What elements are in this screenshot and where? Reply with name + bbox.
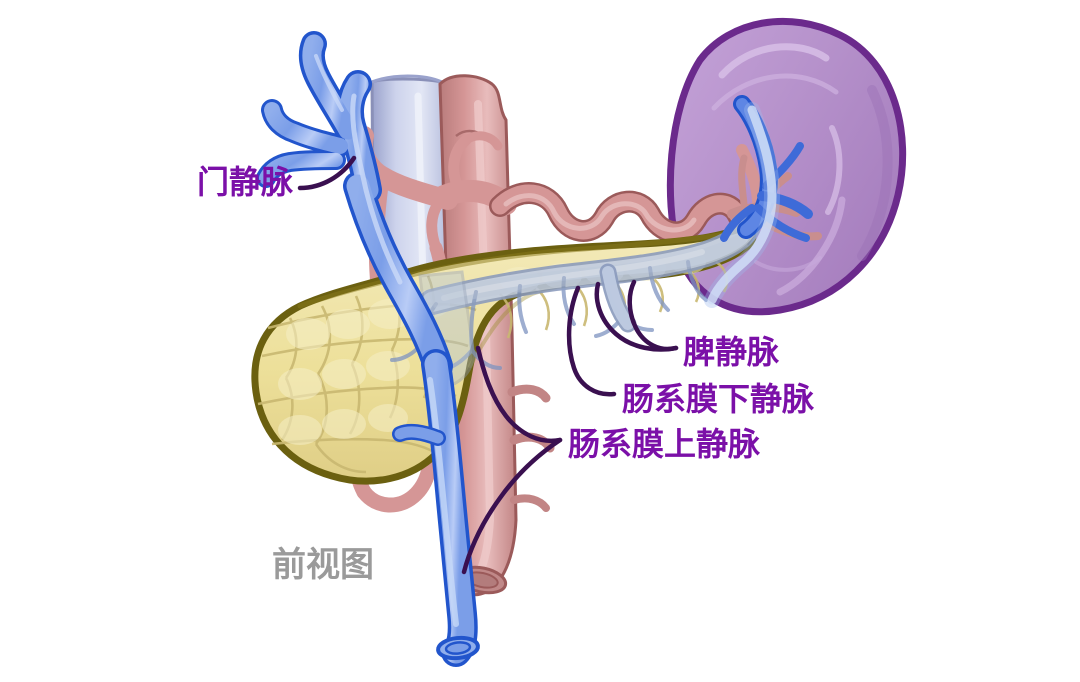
splenic-hilum-veins bbox=[704, 95, 813, 308]
portal-vein-branch-highlight bbox=[314, 54, 344, 112]
leader-splenic-vein bbox=[627, 279, 679, 352]
superior-mesenteric-vein bbox=[392, 349, 480, 667]
portal-vein-branch-upper-left-fill bbox=[302, 34, 358, 140]
spleen-highlight-1 bbox=[718, 43, 830, 79]
label-inferior-mesenteric-vein: 肠系膜下静脉 bbox=[622, 381, 815, 417]
hilum-vein-b4 bbox=[720, 204, 756, 242]
spleen-highlight-4 bbox=[776, 196, 846, 296]
leader-smv-lower bbox=[461, 437, 563, 575]
smv-fill bbox=[424, 352, 475, 664]
left-gastric-tip bbox=[461, 131, 503, 151]
splenic-vein-highlight bbox=[441, 249, 705, 301]
left-gastric-artery bbox=[448, 134, 472, 198]
portal-vein-branch-mid-fill bbox=[264, 102, 348, 154]
leader-portal-vein bbox=[297, 155, 357, 191]
label-splenic-vein: 脾静脉 bbox=[683, 334, 780, 370]
inferior-mesenteric-vein bbox=[599, 263, 637, 333]
smv-tributary-fill bbox=[394, 426, 444, 444]
splenic-vein-band bbox=[428, 232, 748, 308]
splenic-artery-hilum-5 bbox=[738, 154, 748, 208]
spleen-highlight-5 bbox=[754, 256, 822, 272]
portal-vein-trunk-fill bbox=[346, 174, 450, 378]
lumbar-branch-3 bbox=[510, 494, 550, 512]
caption-anterior-view: 前视图 bbox=[272, 546, 374, 584]
pancreas-top-shadow bbox=[297, 231, 729, 309]
hilum-vein-b1 bbox=[757, 191, 813, 219]
hilum-vein-glare bbox=[707, 105, 777, 305]
ivc-top-rim bbox=[371, 74, 443, 84]
spleen-highlight-3 bbox=[825, 125, 843, 215]
splenic-artery-highlight bbox=[503, 193, 697, 233]
splenic-artery bbox=[489, 144, 822, 257]
hilum-vein-b3 bbox=[754, 204, 810, 242]
smv-cut-lumen bbox=[444, 641, 472, 655]
leader-lines bbox=[297, 155, 679, 575]
spleen-highlight-2 bbox=[711, 73, 839, 111]
portal-vein-highlight bbox=[350, 93, 403, 285]
imv-fill bbox=[602, 266, 634, 330]
leader-splenic-vein-2 bbox=[594, 281, 679, 352]
lumbar-branch-1 bbox=[507, 384, 551, 403]
spleen-shadow-edge bbox=[857, 85, 893, 261]
smv-highlight bbox=[427, 377, 459, 627]
hilum-vein-glare-edge bbox=[704, 102, 781, 308]
leader-imv bbox=[566, 285, 617, 397]
leader-smv bbox=[475, 345, 563, 444]
pda-upper bbox=[426, 198, 444, 254]
portal-vein-branch-low-fill bbox=[259, 153, 343, 185]
label-portal-vein: 门静脉 bbox=[197, 164, 294, 200]
label-superior-mesenteric-vein: 肠系膜上静脉 bbox=[568, 426, 761, 462]
portal-vein-group bbox=[256, 31, 453, 381]
